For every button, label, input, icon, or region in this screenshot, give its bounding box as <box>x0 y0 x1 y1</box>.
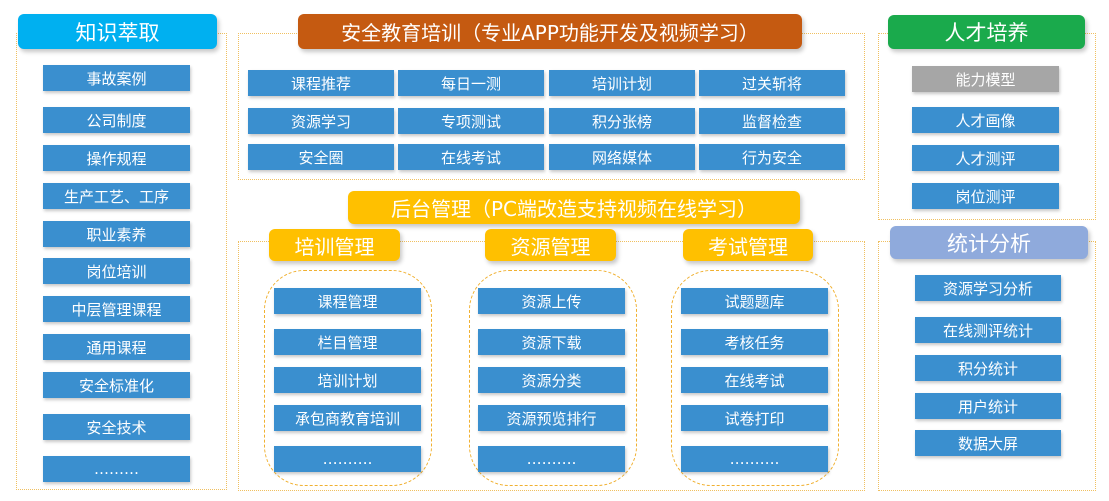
training-mgmt-item[interactable]: 承包商教育培训 <box>274 405 421 431</box>
app-feature[interactable]: 培训计划 <box>549 70 695 96</box>
exam-mgmt-item[interactable]: 考核任务 <box>681 329 828 355</box>
resource-mgmt-item[interactable]: 资源预览排行 <box>478 405 625 431</box>
exam-mgmt-item[interactable]: 在线考试 <box>681 367 828 393</box>
exam-mgmt-item-more[interactable]: ………. <box>681 446 828 472</box>
app-feature[interactable]: 资源学习 <box>248 108 394 134</box>
training-app-title: 安全教育培训（专业APP功能开发及视频学习） <box>298 14 802 49</box>
knowledge-item[interactable]: 操作规程 <box>43 145 190 171</box>
exam-mgmt-item[interactable]: 试卷打印 <box>681 405 828 431</box>
stats-item[interactable]: 用户统计 <box>915 393 1061 419</box>
resource-mgmt-item[interactable]: 资源下载 <box>478 329 625 355</box>
app-feature[interactable]: 在线考试 <box>398 144 544 170</box>
knowledge-item[interactable]: 岗位培训 <box>43 258 190 284</box>
talent-item[interactable]: 人才画像 <box>912 107 1059 133</box>
app-feature[interactable]: 安全圈 <box>248 144 394 170</box>
app-feature[interactable]: 每日一测 <box>398 70 544 96</box>
resource-mgmt-item[interactable]: 资源上传 <box>478 288 625 314</box>
resource-mgmt-cluster <box>469 270 637 486</box>
stats-title: 统计分析 <box>890 226 1088 259</box>
knowledge-item-more[interactable]: ……… <box>43 456 190 482</box>
talent-item-capability-model[interactable]: 能力模型 <box>912 66 1059 92</box>
app-feature[interactable]: 过关斩将 <box>699 70 845 96</box>
knowledge-title: 知识萃取 <box>18 14 217 49</box>
training-mgmt-item[interactable]: 培训计划 <box>274 367 421 393</box>
app-feature[interactable]: 网络媒体 <box>549 144 695 170</box>
app-feature[interactable]: 积分张榜 <box>549 108 695 134</box>
talent-item[interactable]: 岗位测评 <box>912 183 1059 209</box>
training-mgmt-item[interactable]: 栏目管理 <box>274 329 421 355</box>
knowledge-item[interactable]: 安全标准化 <box>43 372 190 398</box>
training-mgmt-title: 培训管理 <box>269 229 400 261</box>
resource-mgmt-title: 资源管理 <box>485 229 616 261</box>
stats-item[interactable]: 积分统计 <box>915 355 1061 381</box>
resource-mgmt-item[interactable]: 资源分类 <box>478 367 625 393</box>
exam-mgmt-item[interactable]: 试题题库 <box>681 288 828 314</box>
stats-item[interactable]: 资源学习分析 <box>915 275 1061 301</box>
backend-title: 后台管理（PC端改造支持视频在线学习） <box>348 191 800 224</box>
knowledge-item[interactable]: 安全技术 <box>43 414 190 440</box>
knowledge-item[interactable]: 中层管理课程 <box>43 296 190 322</box>
stats-item[interactable]: 数据大屏 <box>915 430 1061 456</box>
training-mgmt-item[interactable]: 课程管理 <box>274 288 421 314</box>
training-mgmt-cluster <box>264 270 432 486</box>
app-feature[interactable]: 监督检查 <box>699 108 845 134</box>
exam-mgmt-cluster <box>671 270 839 486</box>
resource-mgmt-item-more[interactable]: ………. <box>478 446 625 472</box>
knowledge-item[interactable]: 职业素养 <box>43 221 190 247</box>
knowledge-item[interactable]: 通用课程 <box>43 334 190 360</box>
talent-title: 人才培养 <box>888 15 1085 49</box>
training-mgmt-item-more[interactable]: ………. <box>274 446 421 472</box>
app-feature[interactable]: 课程推荐 <box>248 70 394 96</box>
stats-item[interactable]: 在线测评统计 <box>915 317 1061 343</box>
knowledge-item[interactable]: 事故案例 <box>43 65 190 91</box>
knowledge-item[interactable]: 生产工艺、工序 <box>43 183 190 209</box>
exam-mgmt-title: 考试管理 <box>683 229 813 261</box>
app-feature[interactable]: 行为安全 <box>699 144 845 170</box>
knowledge-item[interactable]: 公司制度 <box>43 107 190 133</box>
talent-item[interactable]: 人才测评 <box>912 145 1059 171</box>
app-feature[interactable]: 专项测试 <box>398 108 544 134</box>
